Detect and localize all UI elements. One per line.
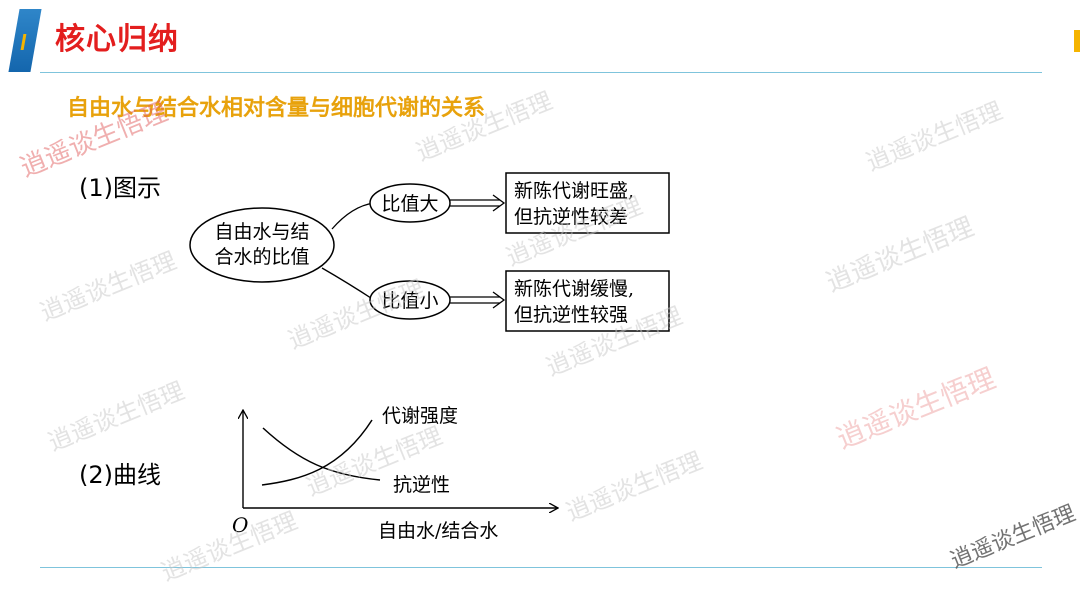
top-divider (40, 72, 1042, 73)
root-line-1: 自由水与结 (214, 221, 309, 243)
result-box-high (505, 172, 670, 234)
result-low-line-1: 新陈代谢缓慢, (514, 278, 634, 300)
falling-curve (262, 427, 381, 481)
result-high-line-1: 新陈代谢旺盛, (514, 180, 634, 202)
branch-line-low (321, 267, 375, 301)
x-axis-label: 自由水/结合水 (378, 520, 498, 542)
root-line-2: 合水的比值 (214, 246, 309, 268)
rising-curve-label: 代谢强度 (382, 405, 458, 427)
branch-line-high (331, 202, 375, 230)
result-box-low (505, 270, 670, 332)
branch-label-low: 比值小 (381, 290, 438, 312)
result-high-line-2: 但抗逆性较差 (514, 206, 628, 228)
result-low-line-2: 但抗逆性较强 (514, 304, 628, 326)
page-title: 核心归纳 (55, 22, 179, 57)
section1-label: (1)图示 (79, 174, 161, 202)
root-ellipse (189, 207, 335, 283)
rising-curve (261, 419, 373, 486)
right-edge-tab (1074, 30, 1080, 52)
falling-curve-label: 抗逆性 (393, 474, 450, 496)
branch-label-high: 比值大 (381, 193, 438, 215)
double-arrow-high (450, 194, 506, 212)
double-arrow-low (450, 291, 506, 309)
branch-oval-low (369, 280, 451, 320)
section2-label: (2)曲线 (79, 461, 161, 489)
bottom-divider (40, 567, 1042, 568)
branch-oval-high (369, 183, 451, 223)
section-subtitle: 自由水与结合水相对含量与细胞代谢的关系 (67, 96, 486, 121)
origin-label: O (232, 513, 248, 537)
